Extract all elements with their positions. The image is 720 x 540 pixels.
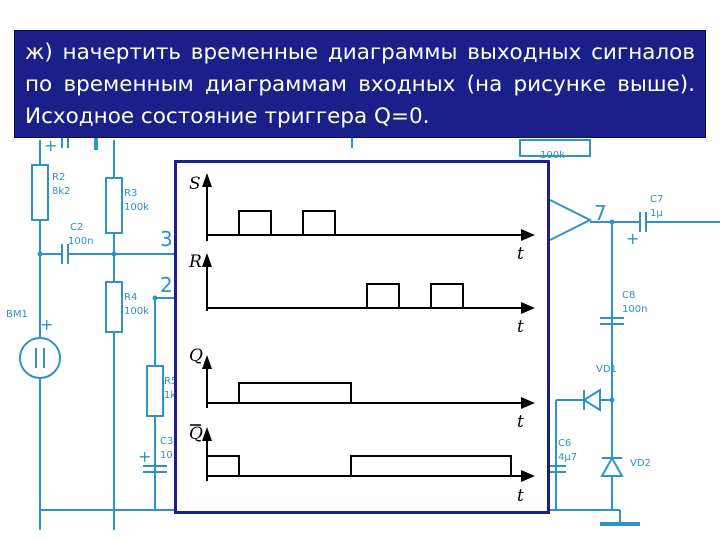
channel-qbar: Q t: [189, 424, 535, 506]
resistor-r2: [31, 164, 49, 221]
r-top-value: 100k: [540, 150, 565, 161]
c8-value: 100n: [622, 304, 647, 315]
s-y-arrow: [202, 173, 212, 187]
r4-value: 100k: [124, 306, 149, 317]
r-t-label: t: [517, 317, 524, 337]
channel-q: Q t: [189, 346, 535, 432]
r-label: R: [188, 252, 202, 272]
qbar-t-label: t: [517, 486, 524, 506]
c7-label: C7: [650, 194, 663, 205]
task-caption: ж) начертить временные диаграммы выходны…: [14, 30, 706, 138]
channel-r: R t: [188, 252, 535, 337]
timing-diagram-panel: S t R t Q t Q t: [174, 160, 550, 514]
s-label: S: [189, 174, 201, 194]
pin-7-label: 7: [594, 201, 607, 225]
r-y-arrow: [202, 253, 212, 267]
diode-vd1: [582, 388, 601, 412]
plus-sign-c3: +: [138, 447, 151, 466]
qbar-label: Q: [189, 424, 203, 444]
q-y-arrow: [202, 355, 212, 369]
r-signal-trace: [207, 283, 512, 309]
junction-dot: [111, 251, 117, 257]
opamp-output-edge: [549, 199, 593, 241]
resistor-r4: [105, 281, 123, 333]
pin-3-label: 3: [160, 227, 173, 251]
q-t-label: t: [517, 412, 524, 432]
pin-2-label: 2: [160, 273, 173, 297]
vd1-label: VD1: [596, 364, 617, 375]
timing-diagram: S t R t Q t Q t: [188, 173, 535, 506]
plus-sign-c7: +: [626, 229, 639, 248]
r3-value: 100k: [124, 202, 149, 213]
c7-value: 1µ: [650, 208, 663, 219]
r3-label: R3: [124, 188, 137, 199]
resistor-top: [519, 139, 591, 157]
junction-dot: [37, 251, 43, 257]
s-x-arrow: [521, 229, 535, 241]
vd2-label: VD2: [630, 458, 651, 469]
qbar-y-arrow: [202, 427, 212, 441]
s-signal-trace: [207, 210, 512, 236]
q-label: Q: [189, 346, 203, 366]
channel-s: S t: [189, 173, 535, 264]
r2-value: 8k2: [52, 186, 71, 197]
c3-label: C3: [160, 436, 173, 447]
c6-value: 4µ7: [558, 452, 577, 463]
s-t-label: t: [517, 244, 524, 264]
c8-label: C8: [622, 290, 635, 301]
c2-label: C2: [70, 222, 83, 233]
q-x-arrow: [521, 397, 535, 409]
diode-vd2: [600, 455, 624, 477]
c2-value: 100n: [68, 236, 93, 247]
r-x-arrow: [521, 302, 535, 314]
resistor-r3: [105, 177, 123, 234]
c6-label: C6: [558, 438, 571, 449]
resistor-r5: [146, 365, 164, 417]
junction-dot: [609, 397, 615, 403]
plus-sign-top: +: [44, 136, 57, 155]
r5-label: R5: [164, 376, 177, 387]
plus-sign-mic: +: [40, 315, 53, 334]
r5-value: 1k: [164, 390, 176, 401]
microphone-bm1: [19, 337, 61, 379]
r4-label: R4: [124, 292, 137, 303]
q-signal-trace: [207, 382, 512, 404]
qbar-x-arrow: [521, 470, 535, 482]
r2-label: R2: [52, 172, 65, 183]
c3-value: 10: [160, 450, 173, 461]
qbar-signal-trace: [207, 455, 512, 477]
bm1-label: BM1: [6, 309, 28, 320]
